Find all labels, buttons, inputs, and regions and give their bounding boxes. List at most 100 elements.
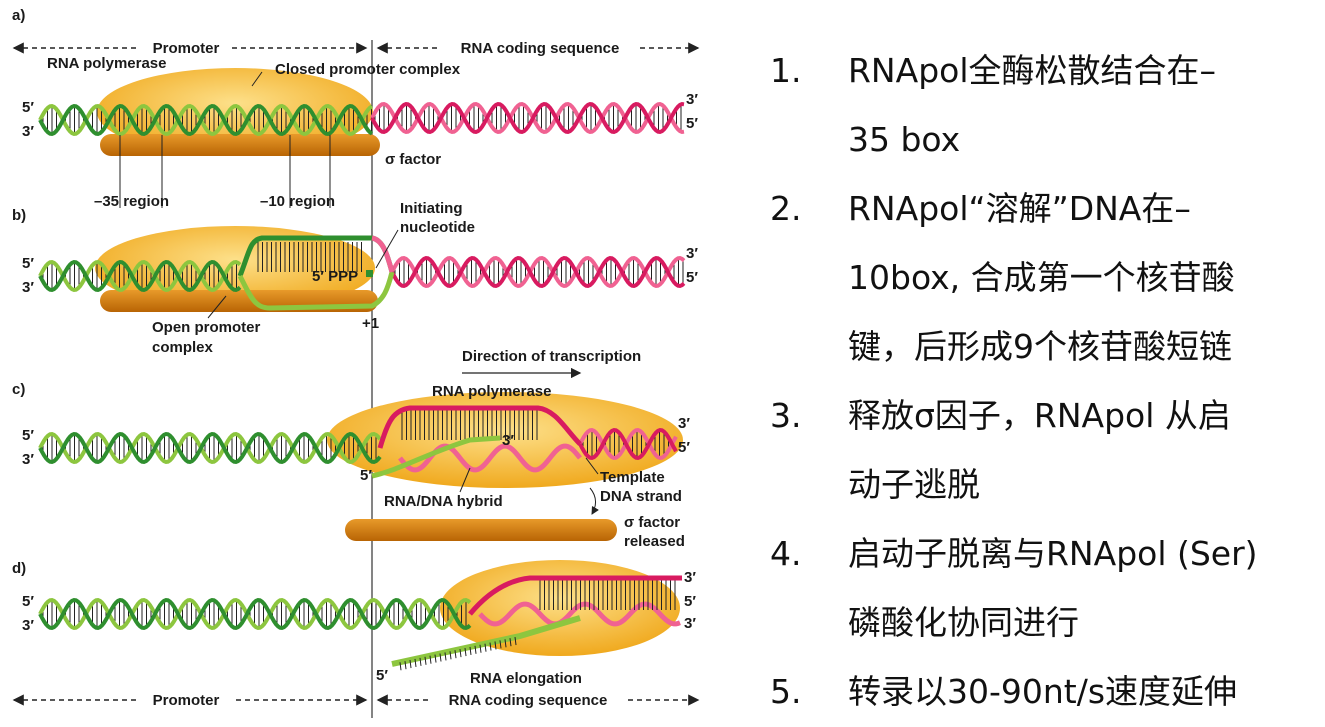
coding-dna-strand-back [370,101,685,135]
dna-helix-d [38,597,681,631]
upstream-dna-strand-back [38,597,472,631]
sigma-release-arrow [589,487,599,515]
sigma-factor-released-shape [345,519,617,541]
rna-base-tick [409,660,412,669]
step-line: 启动子脱离与RNApol (Ser) [848,534,1258,573]
rna-elongation-label: RNA elongation [470,670,582,687]
end-3-left-b: 3′ [22,279,34,296]
step-number: 1. [770,51,802,90]
promoter-dna-strand-front [38,259,242,293]
sigma-factor-shape-a [100,134,380,156]
open-complex-pointer [207,295,227,319]
coding-dna-strand-front [370,101,685,135]
closed-complex-pointer [251,71,263,87]
coding-dna-strand-front [390,255,686,289]
bottom-coding-label: RNA coding sequence [449,692,608,709]
ppp-label: 5′ PPP [312,268,358,285]
step-text: RNApol“溶解”DNA在– 10box, 合成第一个核苷酸 键，后形成9个核… [848,174,1320,381]
dna-helix-a [38,101,685,137]
coding-dna-strand-back [578,427,678,461]
rna-base-tick [404,661,407,670]
rna-3prime-label-c: 3′ [502,432,514,449]
dna-helix-c [38,427,678,465]
minus10-region-label: –10 region [260,193,335,210]
rna-base-tick [494,641,497,650]
end-3-left-d: 3′ [22,617,34,634]
template-label-1: Template [600,469,665,486]
panel-label-c: c) [12,381,25,398]
sigma-released-label-1: σ factor [624,514,680,531]
step-number: 2. [770,189,802,228]
step-line: RNApol全酶松散结合在– [848,51,1216,90]
closed-complex-label: Closed promoter complex [275,61,461,78]
panel-label-d: d) [12,560,26,577]
hybrid-label: RNA/DNA hybrid [384,493,503,510]
rna-base-tick [504,639,507,648]
end-3-right-a: 3′ [686,91,698,108]
step-item-4: 4. 启动子脱离与RNApol (Ser) 磷酸化协同进行 [770,519,1320,657]
top-promoter-label: Promoter [153,40,220,57]
rna-5prime-label-d: 5′ [376,667,388,684]
open-complex-label-1: Open promoter [152,319,261,336]
end-5-left-c: 5′ [22,427,34,444]
rna-base-tick [414,658,417,668]
rna-base-tick [439,653,442,662]
step-line: RNApol“溶解”DNA在– [848,189,1191,228]
step-text: RNApol全酶松散结合在– 35 box [848,36,1320,174]
step-item-1: 1. RNApol全酶松散结合在– 35 box [770,36,1320,174]
initiating-nucleotide-mark [366,270,373,277]
step-line: 10box, 合成第一个核苷酸 [848,258,1235,297]
end-3-left-c: 3′ [22,451,34,468]
rna-base-tick [459,649,462,658]
end-3-right-c: 3′ [678,415,690,432]
end-5-right-b: 5′ [686,269,698,286]
open-complex-label-2: complex [152,339,214,356]
rna-polymerase-label-a: RNA polymerase [47,55,167,72]
rna-base-tick [469,646,472,655]
hybrid-pointer [459,467,471,493]
initiating-pointer [375,229,399,269]
plus1-label: +1 [362,315,379,332]
initiating-label-2: nucleotide [400,219,475,236]
rna-base-tick [499,640,502,649]
template-strand-c [398,443,582,473]
step-text: 启动子脱离与RNApol (Ser) 磷酸化协同进行 [848,519,1320,657]
step-line: 磷酸化协同进行 [848,603,1079,642]
end-3-right-b: 3′ [686,245,698,262]
end-5-right-a: 5′ [686,115,698,132]
rna-base-tick [479,644,482,653]
rna-base-tick [449,651,452,660]
end-5-left-a: 5′ [22,99,34,116]
promoter-dna-strand-front [38,103,374,137]
template-strand-open [237,271,395,311]
end-5-left-b: 5′ [22,255,34,272]
rna-5prime-label-c: 5′ [360,467,372,484]
rna-polymerase-label-c: RNA polymerase [432,383,552,400]
rna-base-tick [424,656,427,665]
step-line: 动子逃脱 [848,465,980,504]
rna-base-tick [489,642,492,651]
nontemplate-strand-d [468,575,682,616]
figure-canvas: Promoter RNA coding sequence a) RNA poly… [12,7,700,718]
end-5-right-d: 5′ [684,593,696,610]
minus35-region-label: –35 region [94,193,169,210]
initiating-label-1: Initiating [400,200,463,217]
step-line: 35 box [848,120,961,159]
template-pointer [585,457,599,475]
upstream-dna-strand-front [38,597,472,631]
transcription-initiation-figure: Promoter RNA coding sequence a) RNA poly… [12,7,700,718]
dna-helix-b [38,255,686,293]
rna-base-tick [509,638,512,647]
rna-base-tick [429,655,432,664]
rna-polymerase-shape-d [440,560,680,656]
step-item-3: 3. 释放σ因子，RNApol 从启 动子逃脱 [770,381,1320,519]
end-5-left-d: 5′ [22,593,34,610]
open-bubble-b [237,235,395,311]
rna-base-tick [514,637,517,646]
step-text: 转录以30-90nt/s速度延伸 [848,657,1320,726]
transcription-bubble-c [371,405,582,479]
top-coding-label: RNA coding sequence [461,40,620,57]
nontemplate-strand-c [377,405,582,449]
end-3-left-a: 3′ [22,123,34,140]
template-label-2: DNA strand [600,488,682,505]
